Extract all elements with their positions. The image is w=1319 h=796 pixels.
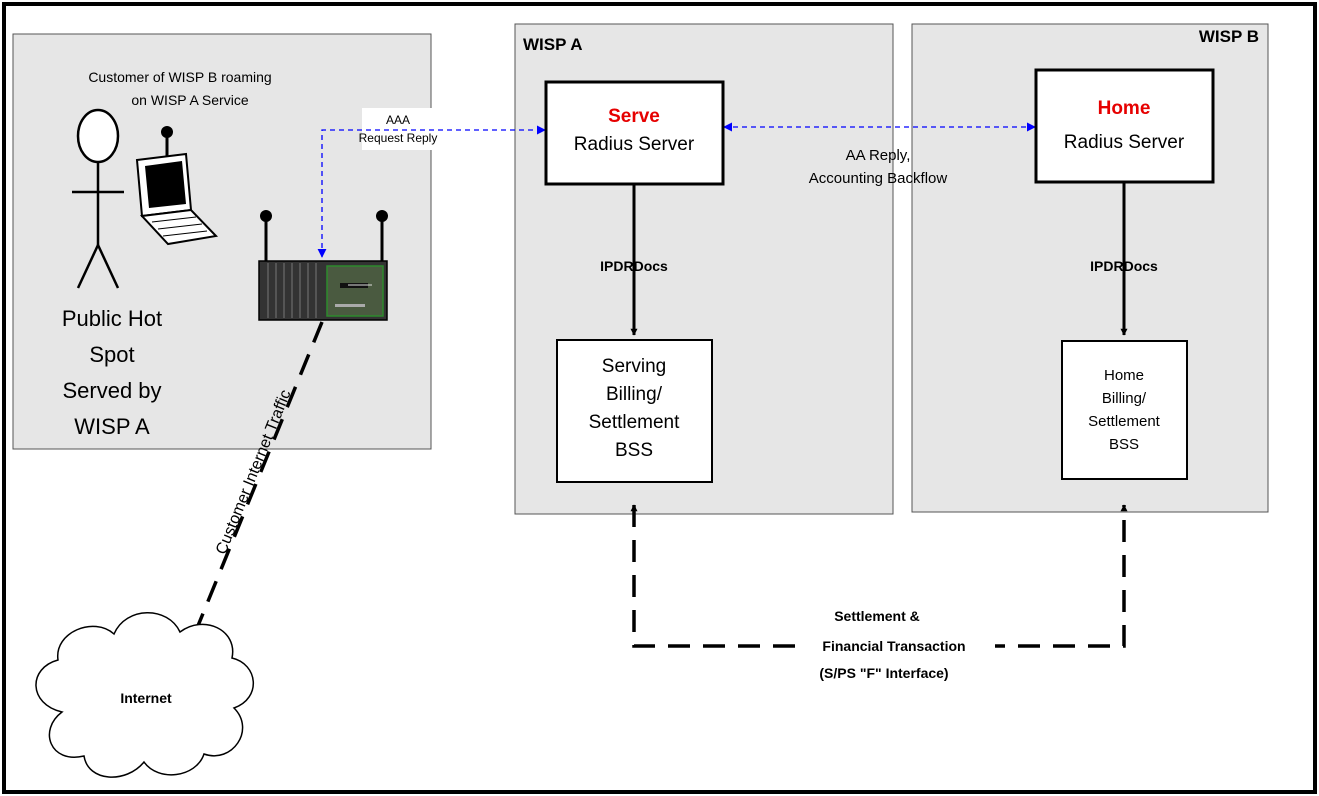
hotspot-label-4: WISP A (74, 414, 150, 439)
hotspot-label-2: Spot (89, 342, 134, 367)
home-billing-line-4: BSS (1109, 436, 1139, 453)
home-billing-line-2: Billing/ (1102, 390, 1147, 407)
home-radius-server-box (1034, 68, 1215, 184)
serve-radius-server-box (544, 80, 725, 186)
laptop-icon (135, 126, 219, 246)
serve-radius-highlight: Serve (608, 106, 660, 127)
aaa-request-arrow (317, 125, 546, 258)
internet-cloud-icon (35, 612, 254, 778)
serving-billing-box (556, 339, 713, 483)
serve-radius-name: Radius Server (574, 134, 695, 155)
home-billing-line-3: Settlement (1088, 413, 1161, 430)
wisp-b-ipdr-label: IPDRDocs (1090, 258, 1158, 274)
serving-billing-line-2: Billing/ (606, 384, 663, 405)
wisp-b-title: WISP B (1199, 27, 1259, 46)
serving-billing-line-4: BSS (615, 440, 653, 461)
settlement-link-arrow (630, 504, 1128, 648)
wisp-a-ipdr-label: IPDRDocs (600, 258, 668, 274)
home-radius-name: Radius Server (1064, 132, 1185, 153)
internet-label: Internet (120, 690, 172, 706)
settlement-label-1: Settlement & (834, 608, 920, 624)
aaa-label-2: Request Reply (359, 131, 438, 145)
person-icon (72, 108, 124, 289)
aa-reply-label-1: AA Reply, (846, 147, 911, 164)
home-billing-box (1061, 340, 1188, 480)
home-radius-highlight: Home (1098, 98, 1151, 119)
aa-reply-label-2: Accounting Backflow (809, 170, 948, 187)
home-billing-line-1: Home (1104, 367, 1144, 384)
aaa-label-1: AAA (386, 113, 410, 127)
settlement-label-3: (S/PS "F" Interface) (819, 665, 948, 681)
settlement-label-bg (795, 634, 995, 658)
settlement-label-2: Financial Transaction (822, 638, 965, 654)
customer-line-2: on WISP A Service (131, 92, 248, 108)
serving-billing-line-1: Serving (602, 356, 666, 377)
customer-line-1: Customer of WISP B roaming (88, 69, 271, 85)
customer-traffic-arrow (191, 321, 324, 639)
hotspot-label-1: Public Hot (62, 306, 162, 331)
serving-billing-line-3: Settlement (589, 412, 681, 433)
hotspot-label-3: Served by (62, 378, 161, 403)
wisp-a-title: WISP A (523, 35, 583, 54)
